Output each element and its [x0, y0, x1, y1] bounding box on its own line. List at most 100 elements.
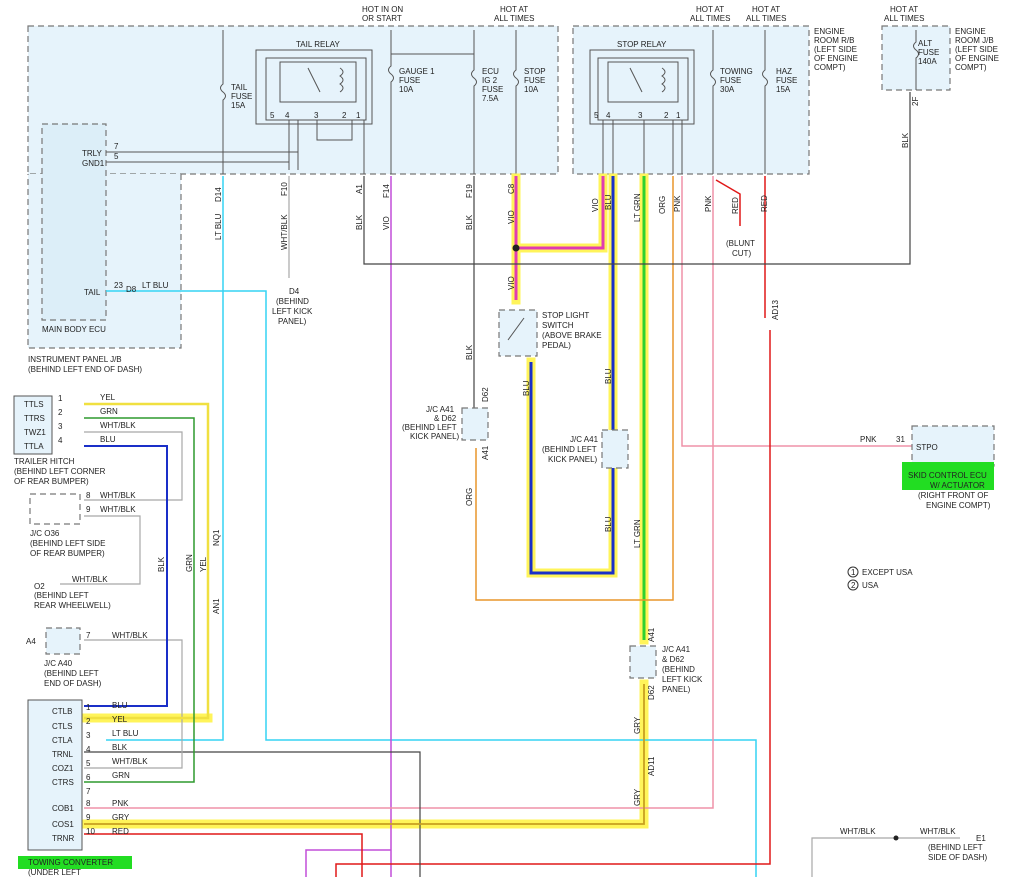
svg-text:7: 7 [114, 142, 119, 151]
svg-text:3: 3 [86, 731, 91, 740]
svg-text:(UNDER LEFT: (UNDER LEFT [28, 868, 81, 877]
svg-text:FUSE: FUSE [482, 85, 503, 94]
svg-text:4: 4 [86, 745, 91, 754]
wire-grn [84, 417, 195, 783]
svg-text:VIO: VIO [507, 210, 516, 224]
stop-relay-frame [589, 49, 695, 125]
engine-room-rb-right-box [572, 25, 810, 175]
svg-text:BLK: BLK [355, 214, 364, 230]
svg-text:WHT/BLK: WHT/BLK [100, 421, 136, 430]
svg-text:FUSE: FUSE [720, 76, 741, 85]
svg-text:ROOM J/B: ROOM J/B [955, 36, 994, 45]
svg-text:ALL TIMES: ALL TIMES [690, 14, 730, 23]
trailer-hitch-box [13, 395, 53, 455]
svg-text:GRN: GRN [100, 407, 118, 416]
svg-text:A41: A41 [481, 445, 490, 460]
svg-text:(LEFT SIDE: (LEFT SIDE [955, 45, 998, 54]
svg-text:COMPT): COMPT) [814, 63, 846, 72]
svg-text:YEL: YEL [199, 556, 208, 572]
svg-text:WHT/BLK: WHT/BLK [100, 505, 136, 514]
svg-text:(BEHIND LEFT END OF DASH): (BEHIND LEFT END OF DASH) [28, 365, 142, 374]
svg-text:D62: D62 [647, 685, 656, 700]
header-labels: HOT IN ON OR START HOT AT ALL TIMES HOT … [362, 5, 924, 23]
svg-text:D62: D62 [481, 387, 490, 402]
svg-text:INSTRUMENT PANEL J/B: INSTRUMENT PANEL J/B [28, 355, 122, 364]
svg-text:GRN: GRN [185, 554, 194, 572]
svg-text:HOT AT: HOT AT [752, 5, 780, 14]
svg-text:F19: F19 [465, 184, 474, 198]
svg-text:(BEHIND LEFT: (BEHIND LEFT [44, 669, 99, 678]
svg-text:2: 2 [664, 111, 669, 120]
svg-text:15A: 15A [776, 85, 791, 94]
svg-text:23: 23 [114, 281, 123, 290]
svg-text:2: 2 [851, 581, 856, 590]
svg-text:VIO: VIO [507, 276, 516, 290]
svg-text:(BEHIND LEFT CORNER: (BEHIND LEFT CORNER [14, 467, 106, 476]
svg-text:J/C A41: J/C A41 [426, 405, 455, 414]
svg-text:GRY: GRY [112, 813, 130, 822]
svg-text:RED: RED [760, 195, 769, 212]
svg-text:FUSE: FUSE [524, 76, 545, 85]
svg-text:TRNR: TRNR [52, 834, 74, 843]
svg-text:1: 1 [58, 394, 63, 403]
svg-text:1: 1 [86, 703, 91, 712]
svg-text:OF ENGINE: OF ENGINE [814, 54, 858, 63]
svg-text:8: 8 [86, 491, 91, 500]
svg-text:CUT): CUT) [732, 249, 751, 258]
wire-lt-blu [106, 176, 757, 877]
splice-dot [512, 244, 520, 252]
svg-text:GRY: GRY [633, 716, 642, 734]
svg-text:END OF DASH): END OF DASH) [44, 679, 102, 688]
svg-text:CTRS: CTRS [52, 778, 74, 787]
svg-text:4: 4 [58, 436, 63, 445]
svg-text:(RIGHT FRONT OF: (RIGHT FRONT OF [918, 491, 988, 500]
svg-text:WHT/BLK: WHT/BLK [112, 757, 148, 766]
svg-text:FUSE: FUSE [918, 48, 939, 57]
jc-a41-d62-c [629, 645, 657, 679]
svg-text:NQ1: NQ1 [212, 529, 221, 546]
svg-text:5: 5 [270, 111, 275, 120]
svg-text:TOWING CONVERTER: TOWING CONVERTER [28, 858, 113, 867]
svg-text:LEFT KICK: LEFT KICK [272, 307, 313, 316]
svg-text:(BEHIND LEFT: (BEHIND LEFT [402, 423, 457, 432]
svg-text:WHT/BLK: WHT/BLK [72, 575, 108, 584]
svg-text:COS1: COS1 [52, 820, 74, 829]
svg-text:ORG: ORG [465, 488, 474, 506]
svg-text:TTRS: TTRS [24, 414, 45, 423]
svg-text:HAZ: HAZ [776, 67, 792, 76]
svg-text:PNK: PNK [860, 435, 877, 444]
svg-text:(BEHIND: (BEHIND [662, 665, 695, 674]
svg-text:MAIN BODY ECU: MAIN BODY ECU [42, 325, 106, 334]
svg-text:IG 2: IG 2 [482, 76, 498, 85]
svg-text:E1: E1 [976, 834, 986, 843]
svg-text:5: 5 [114, 152, 119, 161]
svg-text:CTLA: CTLA [52, 736, 73, 745]
svg-text:KICK PANEL): KICK PANEL) [548, 455, 598, 464]
svg-text:(BEHIND LEFT SIDE: (BEHIND LEFT SIDE [30, 539, 105, 548]
svg-text:HOT AT: HOT AT [500, 5, 528, 14]
svg-text:TWZ1: TWZ1 [24, 428, 46, 437]
svg-text:(BEHIND: (BEHIND [276, 297, 309, 306]
svg-text:WHT/BLK: WHT/BLK [280, 214, 289, 250]
svg-text:LT BLU: LT BLU [142, 281, 169, 290]
svg-text:7: 7 [86, 787, 91, 796]
svg-text:140A: 140A [918, 57, 937, 66]
svg-text:6: 6 [86, 773, 91, 782]
svg-text:TAIL: TAIL [231, 83, 248, 92]
svg-text:15A: 15A [231, 101, 246, 110]
svg-text:BLU: BLU [604, 194, 613, 210]
svg-text:FUSE: FUSE [776, 76, 797, 85]
svg-text:BLK: BLK [112, 743, 128, 752]
svg-text:& D62: & D62 [434, 414, 457, 423]
svg-text:O2: O2 [34, 582, 45, 591]
svg-text:GND1: GND1 [82, 159, 105, 168]
svg-text:J/C A41: J/C A41 [570, 435, 599, 444]
wire-wht-blk [60, 176, 960, 877]
vertical-labels: D14 F10 A1 F14 F19 C8 LT BLU WHT/BLK BLK… [126, 97, 920, 806]
svg-text:FUSE: FUSE [399, 76, 420, 85]
svg-text:PNK: PNK [112, 799, 129, 808]
svg-text:TRLY: TRLY [82, 149, 103, 158]
svg-text:WHT/BLK: WHT/BLK [840, 827, 876, 836]
